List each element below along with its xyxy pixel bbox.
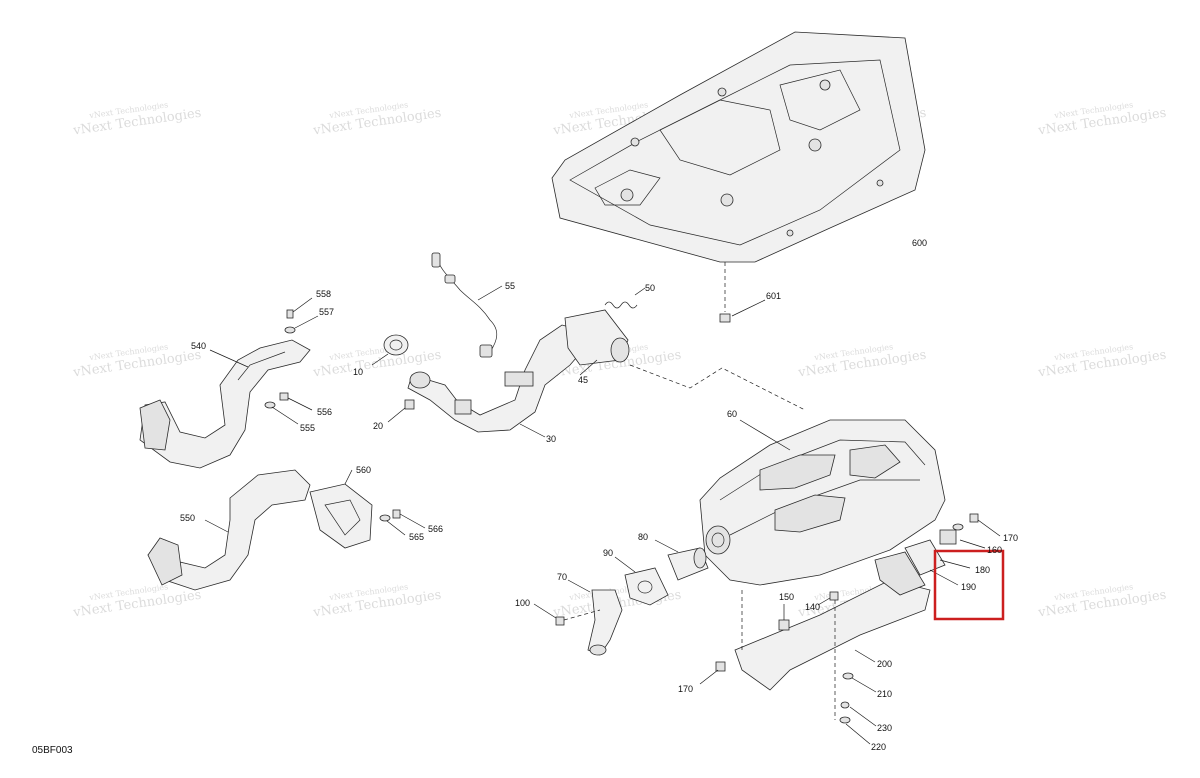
watermark: vNext Technologies vNext Technologies <box>1036 342 1167 380</box>
label-70: 70 <box>557 572 567 582</box>
fasteners-555-558 <box>264 297 319 425</box>
bolt-170-top <box>969 513 1001 537</box>
callout-labels: 600 601 50 55 10 20 30 45 540 550 555 55… <box>180 238 1018 752</box>
label-80: 80 <box>638 532 648 542</box>
highlight-box <box>933 549 1005 621</box>
label-160: 160 <box>987 545 1002 555</box>
label-566: 566 <box>428 524 443 534</box>
gasket-10 <box>371 334 409 366</box>
label-55: 55 <box>505 281 515 291</box>
label-10: 10 <box>353 367 363 377</box>
watermark: vNext Technologies vNext Technologies <box>311 100 442 138</box>
label-220: 220 <box>871 742 886 752</box>
nut-20 <box>387 399 415 423</box>
watermark: vNext Technologies vNext Technologies <box>311 582 442 620</box>
label-170-top: 170 <box>1003 533 1018 543</box>
label-230: 230 <box>877 723 892 733</box>
label-90: 90 <box>603 548 613 558</box>
watermark: vNext Technologies vNext Technologies <box>71 342 202 380</box>
label-557: 557 <box>319 307 334 317</box>
isolator-160 <box>939 523 986 549</box>
fasteners-210-230 <box>839 672 877 745</box>
watermark: vNext Technologies vNext Technologies <box>71 100 202 138</box>
label-100: 100 <box>515 598 530 608</box>
heat-shield-600 <box>551 31 926 263</box>
gasket-90 <box>614 556 669 606</box>
label-200: 200 <box>877 659 892 669</box>
label-170-bottom: 170 <box>678 684 693 694</box>
bolt-150 <box>778 604 790 631</box>
label-20: 20 <box>373 421 383 431</box>
bolt-601 <box>719 262 766 323</box>
mid-pipe-550 <box>147 469 311 591</box>
watermark: vNext Technologies vNext Technologies <box>1036 582 1167 620</box>
label-556: 556 <box>317 407 332 417</box>
tailpipe-70 <box>567 579 623 656</box>
label-540: 540 <box>191 341 206 351</box>
label-558: 558 <box>316 289 331 299</box>
label-190: 190 <box>961 582 976 592</box>
label-180: 180 <box>975 565 990 575</box>
spring-50 <box>604 287 646 309</box>
label-140: 140 <box>805 602 820 612</box>
label-600: 600 <box>912 238 927 248</box>
heat-shield-560 <box>309 469 373 549</box>
sleeve-80 <box>654 539 709 581</box>
bolt-100 <box>533 603 601 626</box>
fasteners-565-566 <box>379 509 426 536</box>
oxygen-sensor-55 <box>431 252 503 358</box>
diagram-code: 05BF003 <box>32 745 73 756</box>
front-pipe-540 <box>139 339 311 469</box>
label-550: 550 <box>180 513 195 523</box>
label-45: 45 <box>578 375 588 385</box>
label-150: 150 <box>779 592 794 602</box>
label-60: 60 <box>727 409 737 419</box>
nut-170-bottom <box>699 661 726 685</box>
watermark: vNext Technologies vNext Technologies <box>1036 100 1167 138</box>
clamp-45 <box>564 309 630 376</box>
muffler-60 <box>699 419 946 586</box>
label-210: 210 <box>877 689 892 699</box>
label-601: 601 <box>766 291 781 301</box>
label-565: 565 <box>409 532 424 542</box>
watermark: vNext Technologies vNext Technologies <box>796 342 927 380</box>
nut-140 <box>817 591 839 606</box>
label-555: 555 <box>300 423 315 433</box>
label-30: 30 <box>546 434 556 444</box>
label-50: 50 <box>645 283 655 293</box>
label-560: 560 <box>356 465 371 475</box>
bracket-200 <box>734 551 931 720</box>
